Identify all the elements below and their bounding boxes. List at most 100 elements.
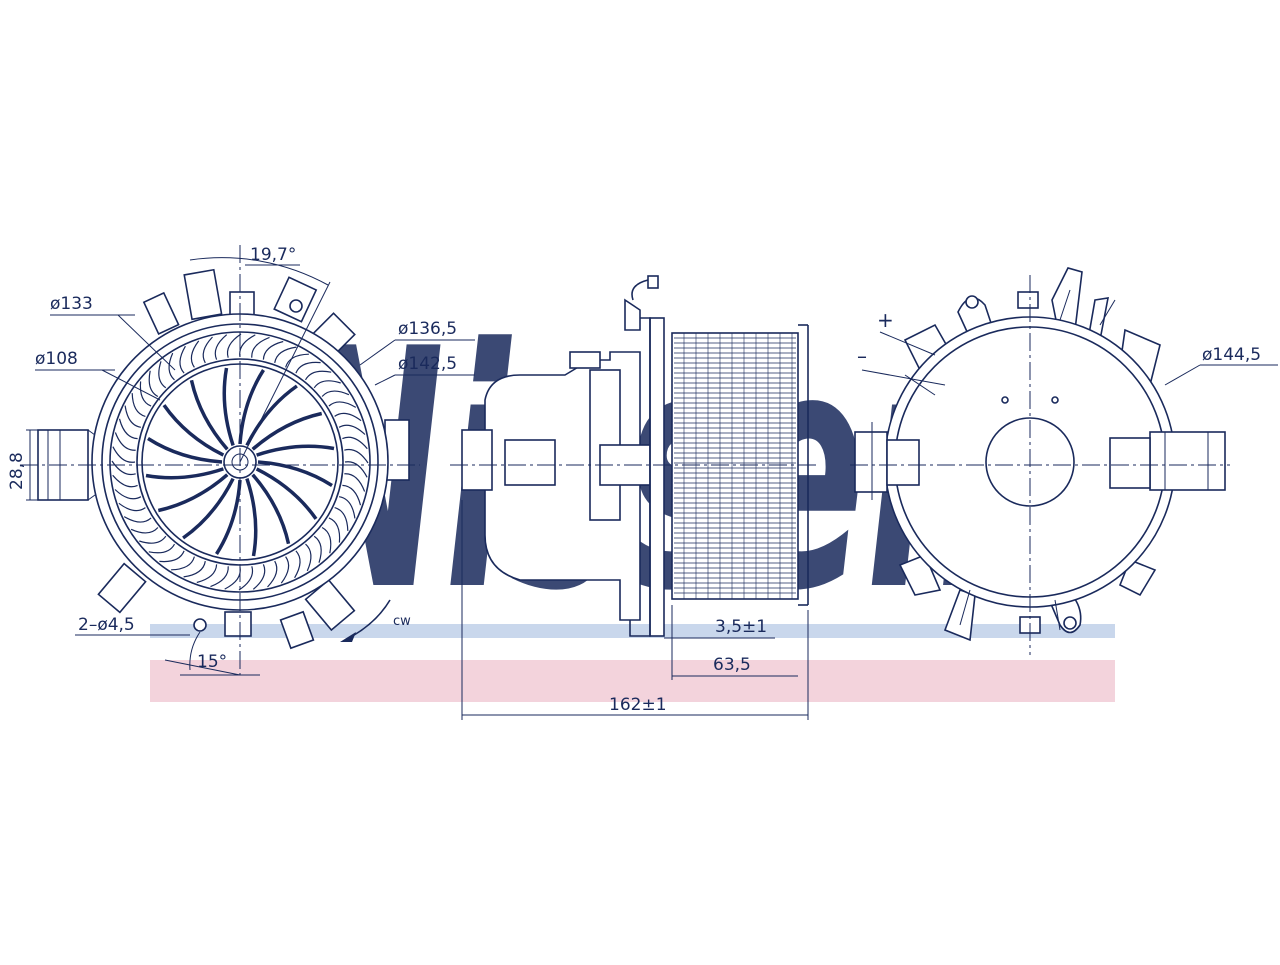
- rotor-fin: [118, 418, 138, 440]
- rotor-fin: [305, 543, 312, 572]
- rotor-fin: [252, 564, 266, 590]
- rotor-fin: [148, 370, 159, 398]
- fan-blade: [145, 467, 224, 480]
- rotor-fin: [338, 424, 366, 435]
- rotor-fin: [118, 502, 146, 512]
- fan-blade: [215, 479, 242, 555]
- watermark-pink-band: [150, 660, 1115, 702]
- rotor-fin: [321, 526, 332, 554]
- rotor-fin: [158, 361, 167, 389]
- rotor-fin: [159, 550, 185, 563]
- rotor-fin: [196, 564, 218, 584]
- dim-d136: ø136,5: [398, 319, 457, 339]
- rotor-fin: [148, 543, 176, 554]
- rotor-fin: [168, 352, 175, 381]
- side-flange: [649, 317, 665, 637]
- rotor-fin: [171, 556, 195, 571]
- rotor-fin: [114, 489, 142, 500]
- fan-blade: [245, 478, 258, 557]
- rotor-fin: [328, 517, 341, 543]
- rotor-fin: [294, 550, 301, 579]
- dim-holes: 2–ø4,5: [78, 615, 135, 635]
- front-rotor-fins: [111, 333, 369, 591]
- rotor-fin: [123, 516, 152, 523]
- fan-blade: [251, 411, 323, 451]
- rotation-label: cw: [393, 614, 411, 629]
- rotor-fin: [267, 560, 278, 588]
- dim-angle-top: 19,7°: [250, 245, 296, 265]
- rotor-fin: [112, 446, 136, 463]
- rotor-fin: [124, 405, 142, 428]
- rear-motor-boss: [985, 417, 1075, 507]
- side-view: 3,5±1 63,5 162±1: [450, 275, 820, 720]
- rotor-fin: [313, 535, 322, 563]
- fan-blade: [162, 404, 225, 457]
- front-hole-bottom: [193, 618, 207, 632]
- dim-fan-width: 63,5: [713, 655, 751, 675]
- rotor-fin: [226, 333, 242, 358]
- dim-angle-bottom: 15°: [197, 652, 227, 672]
- dim-gap: 3,5±1: [715, 617, 767, 637]
- fan-blade: [255, 467, 318, 520]
- rotor-fin: [130, 527, 159, 534]
- rotor-fin: [295, 361, 321, 374]
- fan-blade: [182, 477, 235, 540]
- rotor-fin: [304, 370, 332, 381]
- rotor-fin: [131, 393, 146, 417]
- fan-blade: [256, 444, 335, 457]
- dim-28-8: 28,8: [7, 452, 27, 490]
- rotor-fin: [344, 461, 368, 478]
- rotor-fin: [344, 448, 369, 464]
- dim-d133: ø133: [50, 294, 93, 314]
- watermark-blue-band: [150, 624, 1115, 638]
- dim-d108: ø108: [35, 349, 78, 369]
- rotor-fin: [139, 535, 167, 544]
- rotor-fin: [274, 346, 297, 364]
- fan-blade: [147, 437, 223, 464]
- rotor-fin: [280, 556, 290, 584]
- rotor-fin: [285, 353, 309, 368]
- fan-blade: [245, 384, 298, 447]
- rotor-fin: [214, 334, 228, 360]
- fan-blade: [257, 460, 333, 487]
- rear-view: + – ø144,5: [850, 267, 1278, 655]
- rotor-fin: [210, 566, 229, 588]
- rotor-fin: [202, 336, 213, 364]
- rotor-fin: [321, 390, 350, 397]
- rotor-fin: [190, 340, 200, 368]
- fan-blade: [251, 473, 291, 545]
- rotor-fin: [112, 474, 138, 488]
- fan-blade: [222, 367, 235, 446]
- fan-blade: [189, 379, 229, 451]
- rotor-fin: [338, 496, 356, 519]
- rotor-fin: [342, 484, 362, 506]
- rotor-fin: [238, 566, 254, 591]
- rotor-fin: [262, 340, 284, 360]
- side-fan-fins: [674, 333, 796, 599]
- rear-ribs: [904, 289, 1116, 631]
- rotor-fin: [183, 560, 206, 578]
- front-view: 19,7° ø133 ø108 ø136,5 ø142,5 28,8 2–ø4,…: [7, 245, 475, 676]
- rotor-fin: [139, 381, 152, 407]
- rotor-fin: [114, 432, 136, 451]
- fan-blade: [238, 369, 265, 445]
- rotor-fin: [344, 473, 366, 492]
- front-fan-blades: [145, 367, 335, 557]
- rotor-fin: [342, 436, 368, 450]
- dim-d142: ø142,5: [398, 354, 457, 374]
- rotor-fin: [111, 460, 136, 476]
- front-hole-top: [289, 299, 303, 313]
- rear-left-connector: [854, 431, 888, 493]
- rear-right-connector: [1149, 431, 1226, 491]
- terminal-minus: –: [857, 344, 867, 368]
- rotor-fin: [334, 412, 362, 422]
- rotor-fin: [251, 336, 270, 358]
- rotor-fin: [313, 380, 341, 389]
- rotor-fin: [328, 401, 357, 408]
- terminal-plus: +: [877, 308, 894, 332]
- side-fan-wheel: [671, 332, 799, 600]
- rotor-fin: [334, 507, 349, 531]
- dim-total-length: 162±1: [609, 695, 667, 715]
